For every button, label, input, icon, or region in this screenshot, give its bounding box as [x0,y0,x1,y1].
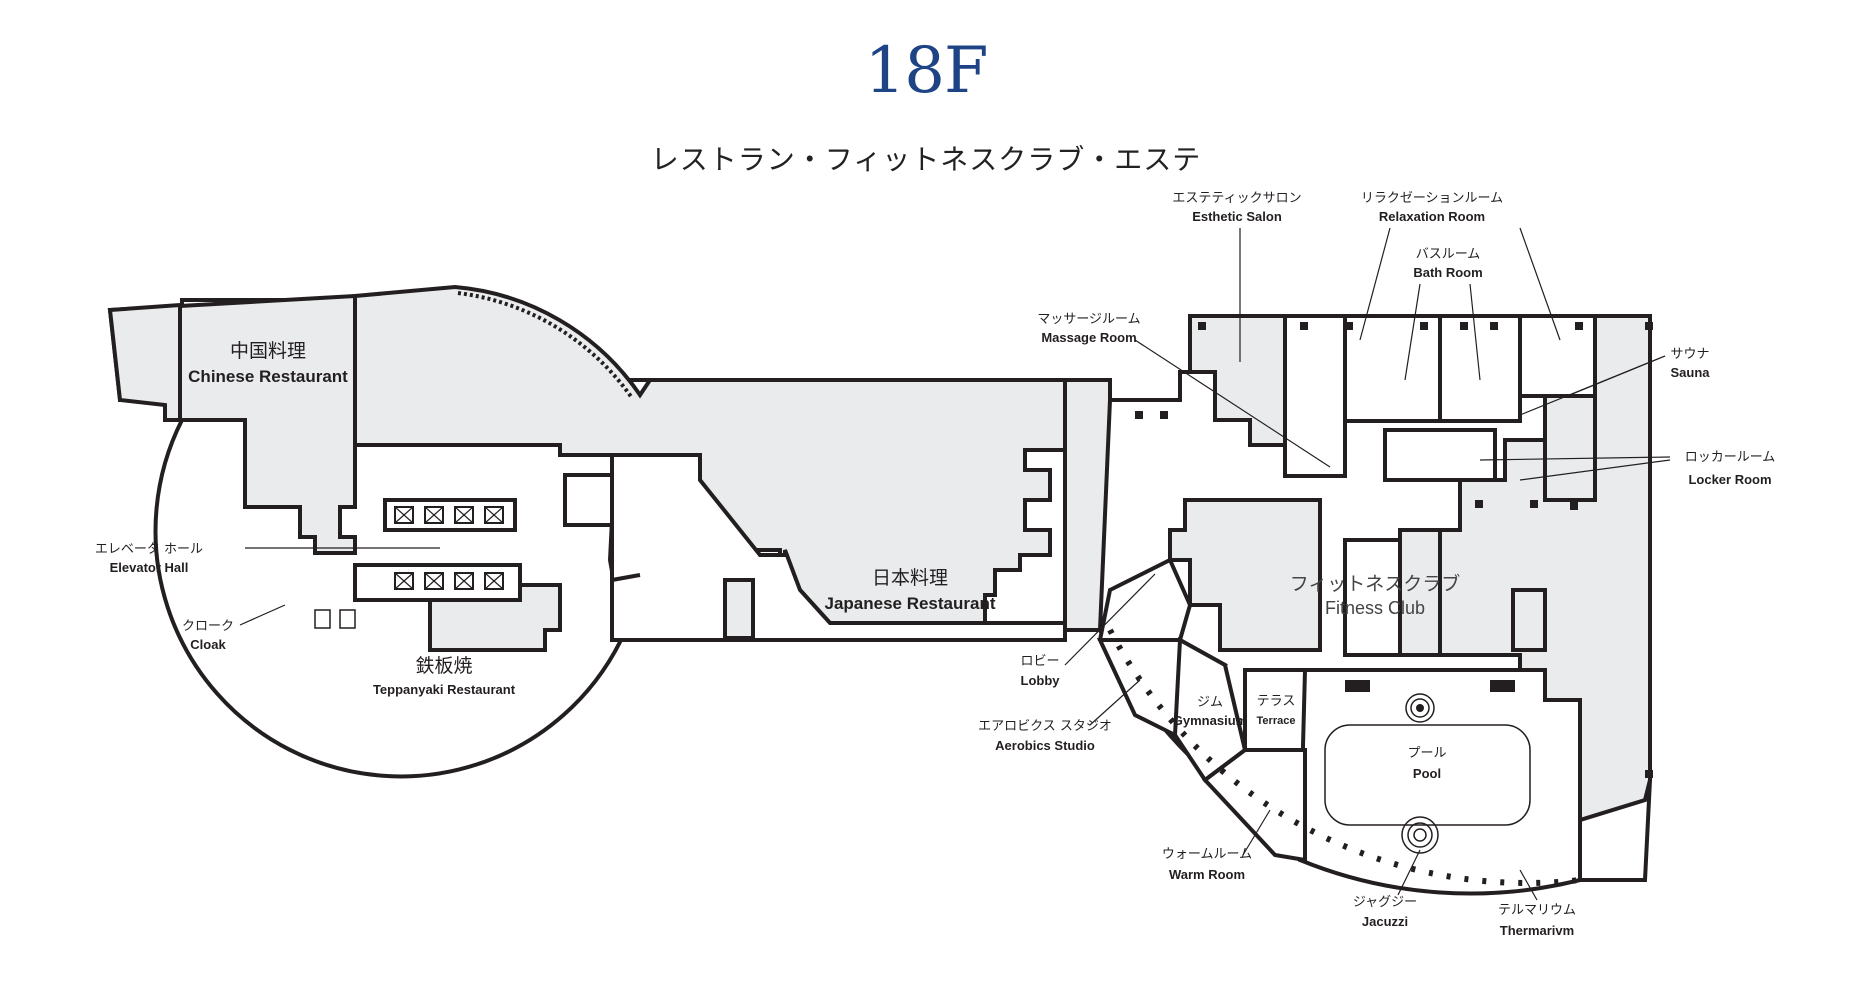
fitness-corridor [1343,538,1402,657]
svg-text:鉄板焼: 鉄板焼 [415,655,472,677]
svg-text:Teppanyaki Restaurant: Teppanyaki Restaurant [373,682,516,697]
floor-subtitle: レストラン・フィットネスクラブ・エステ [650,143,1202,176]
relaxation-room[interactable] [1283,314,1347,478]
svg-text:Fitness Club: Fitness Club [1325,598,1425,618]
label-pool[interactable]: プール Pool [1407,746,1446,781]
svg-text:エレベータ ホール: エレベータ ホール [95,542,203,557]
svg-text:クローク: クローク [182,619,234,634]
label-aerobics: エアロビクス スタジオ Aerobics Studio [978,679,1141,753]
label-massage: マッサージルーム Massage Room [1037,312,1331,468]
svg-text:ジャグジー: ジャグジー [1353,895,1417,910]
svg-text:Elevator Hall: Elevator Hall [110,560,189,575]
structural-columns [1135,322,1653,778]
elevator-icons-south [394,572,504,590]
svg-text:Locker Room: Locker Room [1688,472,1771,487]
svg-text:Chinese Restaurant: Chinese Restaurant [188,367,348,386]
svg-text:Sauna: Sauna [1670,365,1710,380]
label-locker: ロッカールーム Locker Room [1479,450,1776,487]
svg-text:Bath Room: Bath Room [1413,265,1482,280]
label-sauna: サウナ Sauna [1519,347,1710,416]
svg-text:ロッカールーム: ロッカールーム [1685,450,1776,465]
sauna-room[interactable] [1518,314,1597,398]
label-lobby: ロビー Lobby [1020,573,1156,688]
jacuzzi-icon [1401,693,1439,854]
label-thermarium: テルマリウム Thermarivm [1498,869,1576,938]
japanese-restaurant-alcove [723,578,755,640]
svg-text:バスルーム: バスルーム [1416,247,1481,262]
svg-text:プール: プール [1407,746,1446,761]
locker-room-inner [1505,394,1597,502]
svg-text:Thermarivm: Thermarivm [1500,923,1574,938]
svg-text:Massage Room: Massage Room [1041,330,1136,345]
svg-text:マッサージルーム: マッサージルーム [1037,312,1140,327]
label-jacuzzi: ジャグジー Jacuzzi [1353,849,1421,929]
svg-text:Terrace: Terrace [1257,715,1296,727]
curtain-wall-north [457,291,634,400]
svg-text:ウォームルーム: ウォームルーム [1162,847,1252,862]
bath-room-east[interactable] [1438,314,1522,423]
svg-text:Aerobics Studio: Aerobics Studio [995,738,1095,753]
svg-text:日本料理: 日本料理 [872,567,948,589]
warm-room[interactable] [1202,748,1307,863]
svg-text:Esthetic Salon: Esthetic Salon [1192,209,1282,224]
label-japanese[interactable]: 日本料理 Japanese Restaurant [824,567,995,613]
label-chinese[interactable]: 中国料理 Chinese Restaurant [188,340,348,386]
svg-text:Gymnasium: Gymnasium [1173,713,1247,728]
elevator-icons-north [394,506,504,524]
svg-text:Japanese Restaurant: Japanese Restaurant [824,594,995,613]
svg-text:中国料理: 中国料理 [230,340,306,362]
svg-text:テルマリウム: テルマリウム [1498,903,1576,918]
label-elevator-hall: エレベータ ホール Elevator Hall [95,542,203,575]
svg-text:ロビー: ロビー [1020,654,1059,669]
floor-title: 18F [864,34,989,108]
label-gym: ジム Gymnasium [1173,695,1247,728]
svg-text:Pool: Pool [1413,766,1441,781]
label-teppanyaki[interactable]: 鉄板焼 Teppanyaki Restaurant [373,655,516,697]
bath-room-west[interactable] [1343,314,1442,423]
fitness-service-room [1511,588,1547,652]
label-warm: ウォームルーム Warm Room [1162,809,1271,882]
svg-text:サウナ: サウナ [1670,347,1709,362]
label-relaxation: リラクゼーションルーム Relaxation Room [1359,191,1561,341]
label-terrace: テラス Terrace [1257,694,1296,727]
label-cloak: クローク Cloak [182,604,286,652]
label-bath: バスルーム Bath Room [1404,247,1483,381]
svg-text:Lobby: Lobby [1021,673,1061,688]
svg-text:フィットネスクラブ: フィットネスクラブ [1290,572,1461,595]
teppanyaki-room[interactable] [428,583,562,652]
svg-text:エステティックサロン: エステティックサロン [1172,191,1301,206]
svg-text:Jacuzzi: Jacuzzi [1362,914,1408,929]
svg-text:Cloak: Cloak [190,637,226,652]
locker-lounge [1383,428,1497,482]
svg-text:エアロビクス スタジオ: エアロビクス スタジオ [978,719,1112,734]
label-esthetic: エステティックサロン Esthetic Salon [1172,191,1302,362]
svg-text:ジム: ジム [1197,695,1223,710]
svg-text:Relaxation Room: Relaxation Room [1379,209,1485,224]
svg-text:テラス: テラス [1257,694,1296,709]
label-fitness: フィットネスクラブ Fitness Club [1290,572,1461,618]
terrace-room[interactable] [1243,668,1307,752]
chinese-annex-room [107,302,182,422]
svg-text:Warm Room: Warm Room [1169,867,1245,882]
svg-text:リラクゼーションルーム: リラクゼーションルーム [1361,191,1503,206]
